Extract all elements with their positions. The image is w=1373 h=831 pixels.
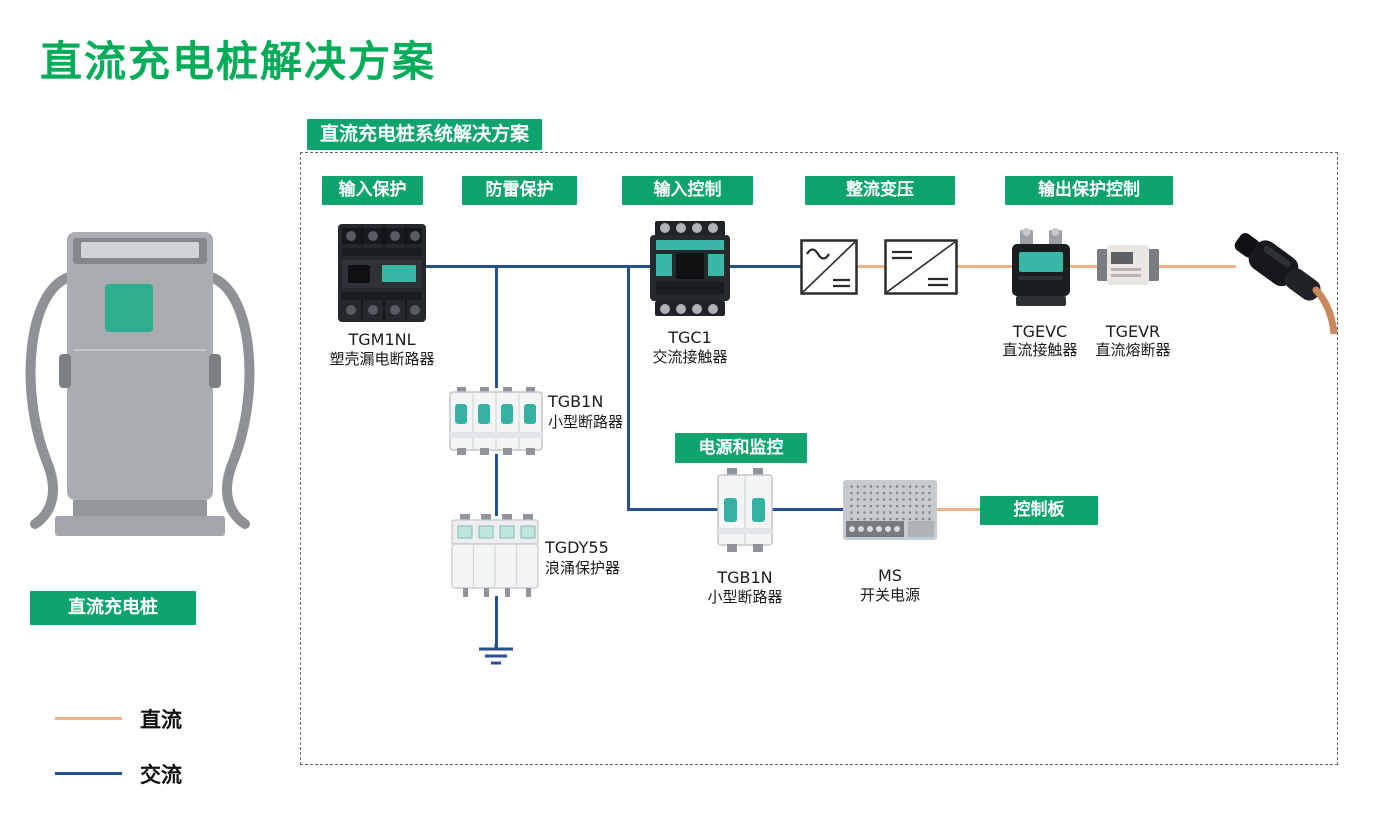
diagram-frame xyxy=(300,152,1338,765)
wire-ac-branch-to-monitor xyxy=(627,265,630,511)
wire-ac-to-tgb1n-2p xyxy=(627,508,719,511)
tgc1-desc-label: 交流接触器 xyxy=(652,348,728,366)
wire-ac-drop-to-tgb1n-4p xyxy=(495,265,498,388)
tgevr-desc-label: 直流熔断器 xyxy=(1095,341,1171,359)
tgc1-model-label: TGC1 xyxy=(668,328,712,347)
legend-ac-label: 交流 xyxy=(140,763,182,787)
tgm1nl-desc-label: 塑壳漏电断路器 xyxy=(329,350,435,368)
tgb1n-2p-desc-label: 小型断路器 xyxy=(707,588,783,606)
wire-ac-tgb1n-to-tgdy55 xyxy=(495,454,498,516)
tgevr-fuse-image xyxy=(1097,245,1159,285)
tgb1n-2p-model-label: TGB1N xyxy=(717,568,773,587)
tgdy55-surge-protector-image xyxy=(451,514,539,597)
control-board-badge: 控制板 xyxy=(980,496,1098,525)
wire-ac-tgdy55-to-ground xyxy=(495,596,498,648)
ms-desc-label: 开关电源 xyxy=(859,586,920,604)
tgevc-contactor-image xyxy=(1012,228,1070,306)
wire-dc-tgevr-to-gun xyxy=(1158,265,1236,268)
diagram-header-badge: 直流充电桩系统解决方案 xyxy=(307,119,543,150)
stage-badge-output-protection-control: 输出保护控制 xyxy=(1005,176,1173,205)
stage-badge-input-protection: 输入保护 xyxy=(322,176,423,205)
wire-ac-main-bus xyxy=(424,265,804,268)
stage-badge-input-control: 输入控制 xyxy=(622,176,753,205)
tgb1n-4p-model-label: TGB1N xyxy=(548,392,604,411)
wire-dc-to-tgevc xyxy=(956,265,1012,268)
acdc-converter-symbol xyxy=(800,239,858,295)
charging-gun-image xyxy=(1234,233,1338,334)
wire-dc-rectifier-link xyxy=(856,265,887,268)
tgevr-model-label: TGEVR xyxy=(1105,322,1161,341)
pile-label-badge: 直流充电桩 xyxy=(30,591,196,625)
tgdy55-desc-label: 浪涌保护器 xyxy=(545,559,621,577)
tgb1n-4p-desc-label: 小型断路器 xyxy=(548,413,624,431)
stage-badge-rectify-transform: 整流变压 xyxy=(805,176,955,205)
ground-symbol-icon xyxy=(479,644,513,665)
tgc1-contactor-image xyxy=(650,221,730,316)
stage-badge-lightning-protection: 防雷保护 xyxy=(462,176,577,205)
dcdc-converter-symbol xyxy=(884,239,958,295)
charging-pile-illustration xyxy=(25,232,255,536)
ms-model-label: MS xyxy=(878,566,902,585)
tgb1n-2p-breaker-image xyxy=(717,468,773,552)
ms-power-supply-image xyxy=(843,480,937,540)
tgevc-model-label: TGEVC xyxy=(1012,322,1068,341)
page-title: 直流充电桩解决方案 xyxy=(40,37,437,86)
legend-ac-line xyxy=(55,772,122,775)
legend-dc-label: 直流 xyxy=(140,708,182,732)
power-monitor-badge: 电源和监控 xyxy=(675,433,807,463)
tgm1nl-model-label: TGM1NL xyxy=(348,330,416,349)
tgevc-desc-label: 直流接触器 xyxy=(1002,341,1078,359)
tgdy55-model-label: TGDY55 xyxy=(545,538,609,557)
tgm1nl-breaker-image xyxy=(338,224,426,322)
wire-ac-tgb1n-to-ms xyxy=(772,508,844,511)
wire-dc-tgevc-to-tgevr xyxy=(1070,265,1098,268)
wire-dc-ms-to-control-board xyxy=(936,508,982,511)
legend-dc-line xyxy=(55,717,122,720)
tgb1n-4p-breaker-image xyxy=(449,387,543,455)
